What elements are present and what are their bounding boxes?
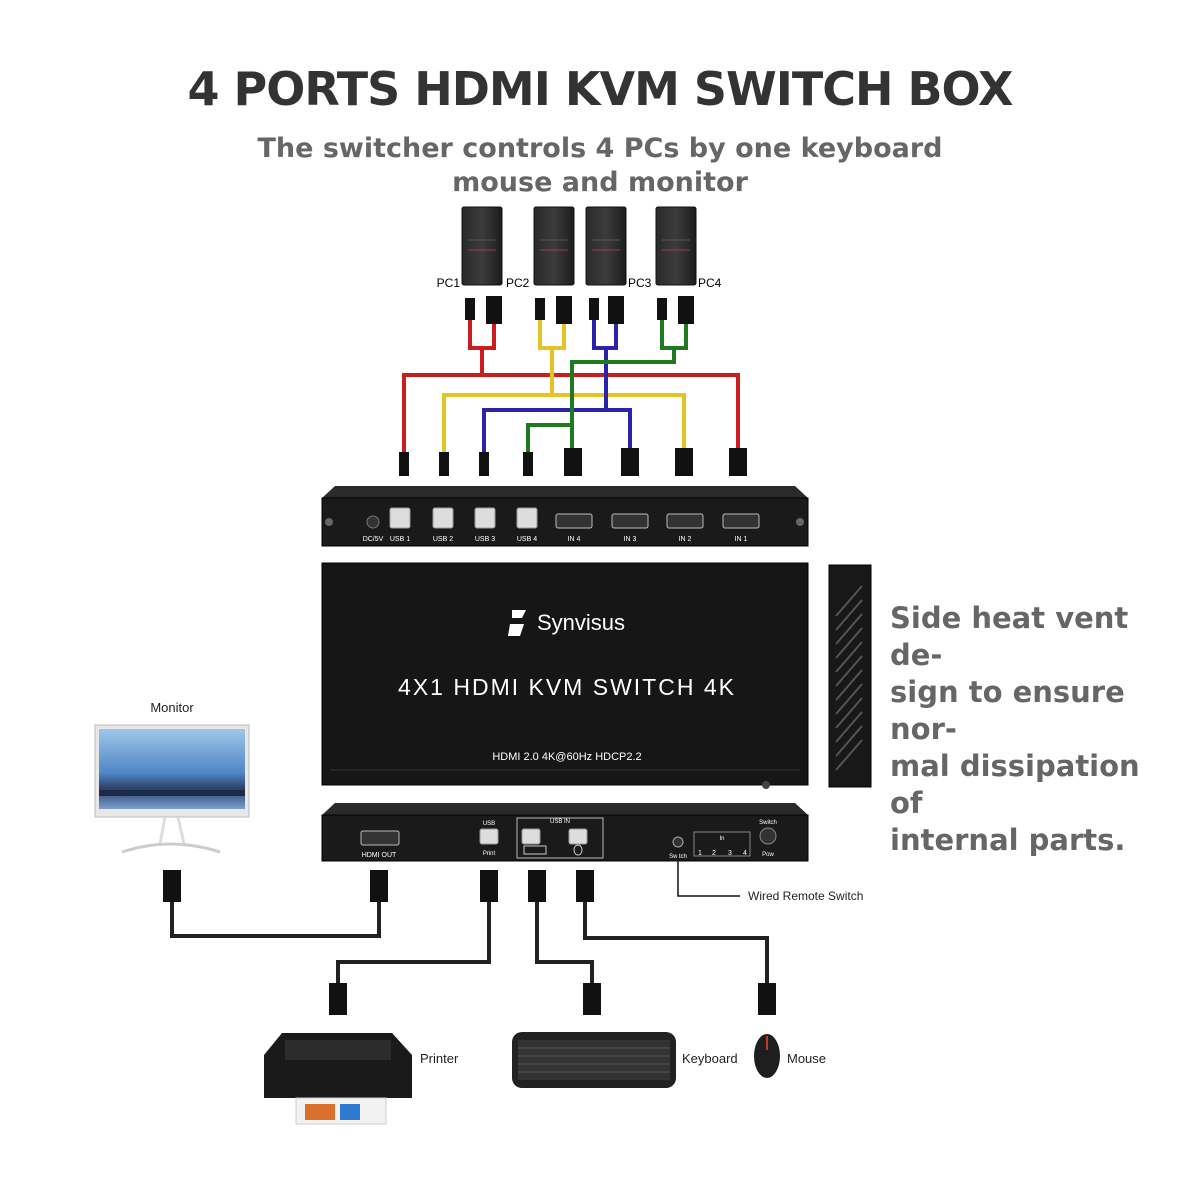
page-title: 4 PORTS HDMI KVM SWITCH BOX <box>187 62 1014 116</box>
print-label: Print <box>483 851 496 857</box>
cable-red <box>402 318 740 452</box>
usb1-label: USB 1 <box>390 536 410 543</box>
side-text-line-2: sign to ensure nor- <box>890 675 1125 746</box>
pc2-label: PC2 <box>506 276 530 290</box>
dc-label: DC/5V <box>363 536 384 543</box>
side-vent-panel <box>828 564 872 788</box>
side-text-line-1: Side heat vent de- <box>890 601 1129 672</box>
in1-label: IN 1 <box>735 536 748 543</box>
mouse-label: Mouse <box>787 1051 826 1066</box>
rear-panel <box>321 486 809 547</box>
in2-label: IN 2 <box>679 536 692 543</box>
keyboard-port-icon <box>523 845 547 855</box>
pc4-tower <box>655 206 697 286</box>
spec-text: HDMI 2.0 4K@60Hz HDCP2.2 <box>492 751 641 763</box>
cable-blue <box>482 318 632 452</box>
pc1-label: PC1 <box>437 276 461 290</box>
printer-label: Printer <box>420 1051 459 1066</box>
cable-green <box>526 318 688 452</box>
mouse-image <box>754 1034 780 1078</box>
page-subtitle: The switcher controls 4 PCs by one keybo… <box>250 132 950 200</box>
monitor-label: Monitor <box>150 700 194 715</box>
usb3-label: USB 3 <box>475 536 495 543</box>
pc1-tower <box>461 206 503 286</box>
printer-image <box>264 1033 412 1125</box>
wired-remote-line <box>677 848 740 897</box>
in-label: In <box>719 836 724 842</box>
usb-in-label: USB IN <box>550 819 570 825</box>
box-connectors <box>399 448 747 476</box>
cable-yellow <box>442 318 686 452</box>
keyboard-image <box>512 1032 676 1088</box>
subtitle-line-1: The switcher controls 4 PCs by one keybo… <box>257 133 943 164</box>
in-3: 3 <box>728 850 732 857</box>
keyboard-label: Keyboard <box>682 1051 738 1066</box>
pc-connectors <box>465 296 694 324</box>
side-text-line-4: internal parts. <box>890 823 1126 857</box>
usb4-label: USB 4 <box>517 536 537 543</box>
front-panel <box>321 803 809 862</box>
switch-top-label: Switch <box>759 820 777 826</box>
mouse-port-icon <box>573 844 583 856</box>
pow-label: Pow <box>762 852 774 858</box>
top-panel <box>321 562 809 789</box>
pc3-tower <box>585 206 627 286</box>
hdmi-out-label: HDMI OUT <box>362 852 397 859</box>
pc4-label: PC4 <box>698 276 722 290</box>
pc2-tower <box>533 206 575 286</box>
pc-towers <box>461 206 697 286</box>
in-4: 4 <box>743 850 747 857</box>
bottom-cables <box>170 900 769 985</box>
wired-remote-label: Wired Remote Switch <box>748 889 863 903</box>
side-text-line-3: mal dissipation of <box>890 749 1140 820</box>
brand-name: Synvisus <box>537 610 625 635</box>
in-2: 2 <box>712 850 716 857</box>
usb2-label: USB 2 <box>433 536 453 543</box>
in3-label: IN 3 <box>624 536 637 543</box>
synvisus-logo-icon <box>508 610 526 636</box>
subtitle-line-2: mouse and monitor <box>452 167 748 198</box>
pc3-label: PC3 <box>628 276 652 290</box>
in-1: 1 <box>698 850 702 857</box>
bottom-plugs <box>163 870 776 1015</box>
in4-label: IN 4 <box>568 536 581 543</box>
model-name: 4X1 HDMI KVM SWITCH 4K <box>398 674 736 700</box>
usb-top-label: USB <box>483 821 495 827</box>
monitor-image <box>94 724 250 854</box>
side-vent-description: Side heat vent de- sign to ensure nor- m… <box>890 600 1180 859</box>
